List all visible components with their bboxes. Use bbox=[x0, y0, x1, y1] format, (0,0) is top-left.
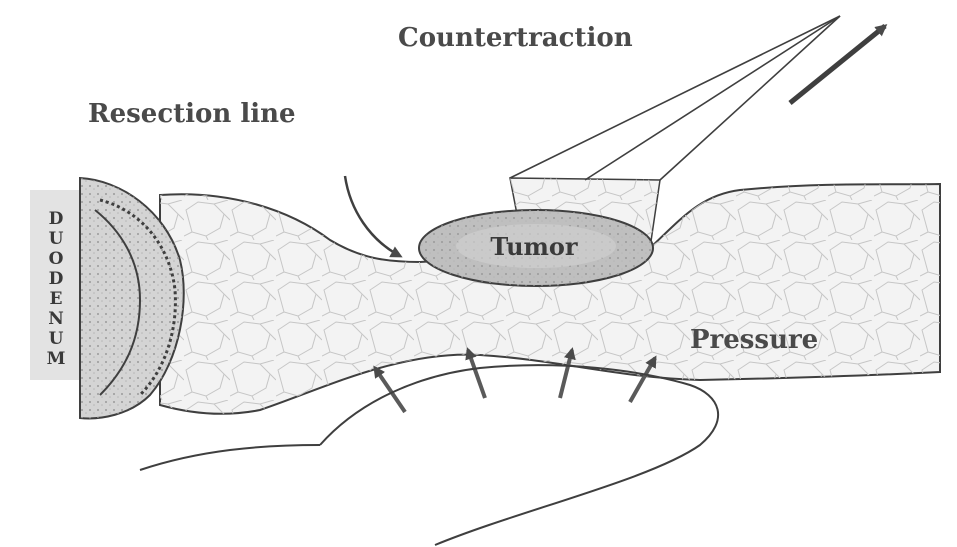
countertraction-label: Countertraction bbox=[398, 23, 633, 53]
tumor-label: Tumor bbox=[490, 232, 578, 261]
resection-line-label: Resection line bbox=[88, 99, 296, 129]
tumor: Tumor bbox=[419, 210, 653, 286]
duodenum-letter-4: D bbox=[49, 269, 64, 289]
duodenum-letter-8: M bbox=[47, 349, 66, 369]
pressure-arrow bbox=[375, 368, 405, 412]
duodenum-letter-7: U bbox=[49, 329, 64, 349]
duodenum-letter-2: U bbox=[49, 229, 64, 249]
resection-line-arrow bbox=[345, 176, 400, 256]
pressure-arrow bbox=[468, 350, 485, 398]
duodenum-letter-6: N bbox=[48, 309, 64, 329]
countertraction-arrow bbox=[790, 26, 885, 103]
duodenum-letter-3: O bbox=[49, 249, 64, 269]
duodenum-letter-5: E bbox=[50, 289, 63, 309]
duodenum-letter-1: D bbox=[49, 209, 64, 229]
pressure-label: Pressure bbox=[690, 325, 818, 355]
